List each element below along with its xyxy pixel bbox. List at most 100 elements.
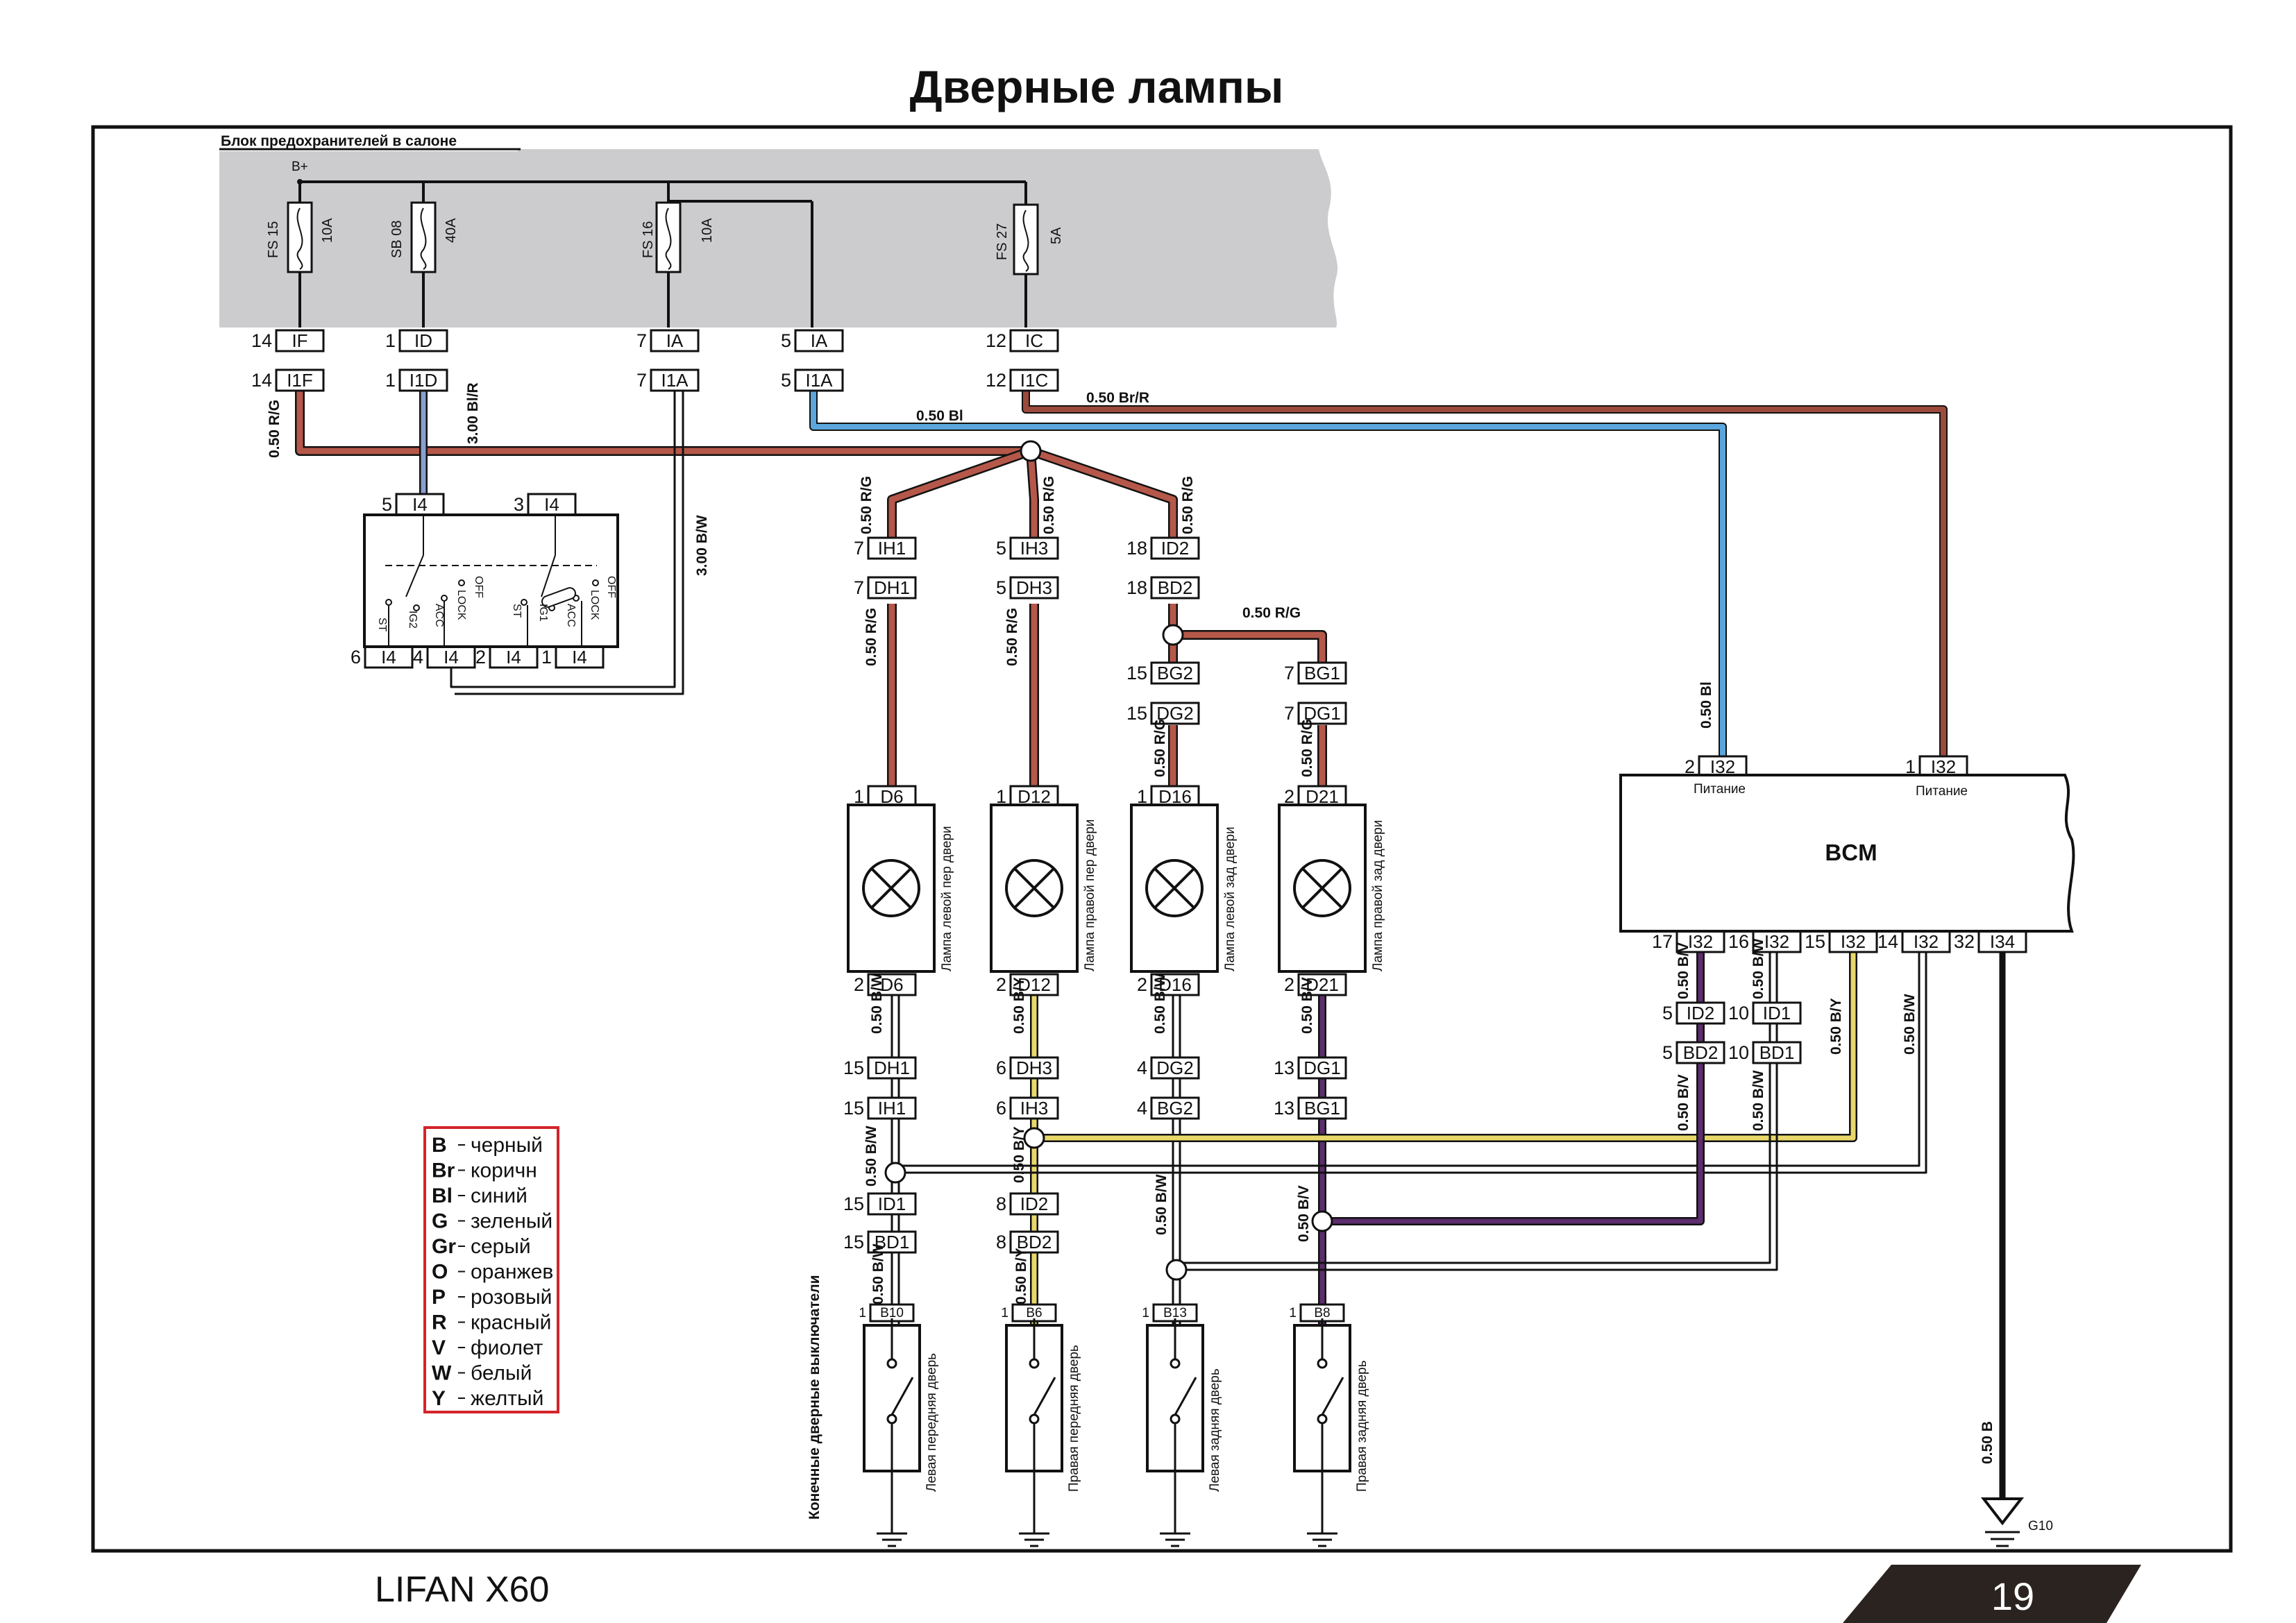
legend-name: синий [471,1184,527,1207]
svg-text:Лампа левой пер двери: Лампа левой пер двери [940,826,954,971]
connector-name: DH1 [874,1057,910,1078]
door-switch: Левая задняя дверь [1146,1318,1222,1547]
connector-pin: 2 [475,647,486,668]
connector-pin: 2 [854,974,864,995]
legend-name: белый [471,1362,532,1385]
legend-code: R [432,1311,447,1334]
bcm-module: BCM Питание Питание [1619,774,2075,933]
connector-pin: 12 [986,330,1006,351]
connector-name: DH1 [874,577,910,598]
svg-text:OFF: OFF [473,576,484,598]
connector-name: I1F [287,370,313,391]
connector-pin: 2 [1137,974,1147,995]
page-title: Дверные лампы [910,61,1284,112]
connector-pin: 8 [996,1232,1006,1252]
svg-text:40A: 40A [444,218,459,243]
wire-label: 0.50 Bl [916,408,963,424]
svg-text:ST: ST [511,604,523,618]
connector-name: DG1 [1303,1057,1340,1078]
connector-name: I4 [412,494,428,515]
door-switch: Правая передняя дверь [1005,1318,1081,1547]
connector-name: IH3 [1020,538,1048,559]
connector-name: BD2 [1683,1042,1719,1063]
connector-name: I32 [1914,931,1939,952]
connector-name: DG2 [1156,1057,1193,1078]
connector-name: I1D [410,370,437,391]
wire-label: 0.50 B/Y [1828,998,1844,1055]
connector-name: BG2 [1157,1098,1193,1119]
connector-ign_b1: I46 [351,645,414,669]
connector-pin: 5 [996,577,1006,598]
connector-c4: IA5 [781,329,844,352]
page-tab [1843,1565,2141,1623]
connector-pin: 1 [1142,1306,1149,1320]
connector-pin: 1 [1289,1306,1297,1320]
connector-pin: 15 [1126,663,1147,683]
connector-name: B6 [1026,1306,1042,1320]
connector-name: ID2 [1020,1193,1048,1214]
wire-label: 0.50 B/Y [1011,977,1027,1034]
svg-text:ACC: ACC [433,604,445,627]
connector-l1b: D62 [854,973,917,996]
connector-name: B8 [1314,1306,1330,1320]
connector-name: I4 [506,647,521,668]
connector-pin: 13 [1274,1057,1294,1078]
bcm-name: BCM [1825,840,1877,865]
connector-name: ID2 [1687,1003,1714,1023]
connector-c3: IA7 [636,329,700,352]
connector-name: BG1 [1304,1098,1340,1119]
svg-text:Лампа левой зад двери: Лампа левой зад двери [1223,826,1238,971]
connector-ign_b2: I44 [413,645,476,669]
connector-pin: 18 [1126,577,1147,598]
svg-text:FS 27: FS 27 [995,223,1010,260]
wire-label: 0.50 R/G [1041,476,1057,534]
connector-pin: 7 [854,577,864,598]
connector-name: B13 [1163,1306,1187,1320]
connector-pin: 5 [996,538,1006,559]
connector-name: IA [666,330,684,351]
svg-text:FS 16: FS 16 [641,221,656,258]
legend-name: коричн [471,1159,537,1182]
legend-name: черный [471,1134,543,1157]
door-switches: Конечные дверные выключатели [807,1275,822,1520]
wire-label: 0.50 Br/R [1086,390,1149,406]
ground-label: G10 [2028,1519,2053,1533]
lamp-left-front: Лампа левой пер двери [847,804,954,973]
ground-g10: G10 [1980,1497,2053,1547]
bcm-power-label: Питание [1694,782,1746,797]
connector-pin: 7 [1284,703,1294,724]
svg-text:10A: 10A [320,218,335,243]
connector-pin: 1 [1905,756,1916,777]
connector-name: ID1 [1763,1003,1791,1023]
legend-code: Gr [432,1235,456,1258]
wire-label: 0.50 R/G [1004,608,1020,666]
connector-name: I4 [381,647,396,668]
legend-name: желтый [471,1387,543,1410]
svg-text:OFF: OFF [605,576,617,598]
connector-pin: 32 [1954,931,1975,952]
connector-name: BG2 [1157,663,1193,683]
connectors: IF14I1F14ID1I1D1IA7I1A7IA5I1A5IC12I1C12I… [251,329,2027,1323]
door-switch-label: Правая задняя дверь [1355,1360,1369,1492]
connector-pin: 10 [1728,1003,1749,1023]
fuse-fs16: FS 16 10A [641,201,715,328]
connector-name: I4 [444,647,459,668]
wire-label: 0.50 B/W [1750,1070,1766,1131]
ignition-switch: ST IG2 ACC LOCK OFF ST IG1 ACC LOCK OFF [363,513,619,648]
fuse-block-supply: B+ [292,160,308,174]
legend-code: W [432,1362,452,1385]
